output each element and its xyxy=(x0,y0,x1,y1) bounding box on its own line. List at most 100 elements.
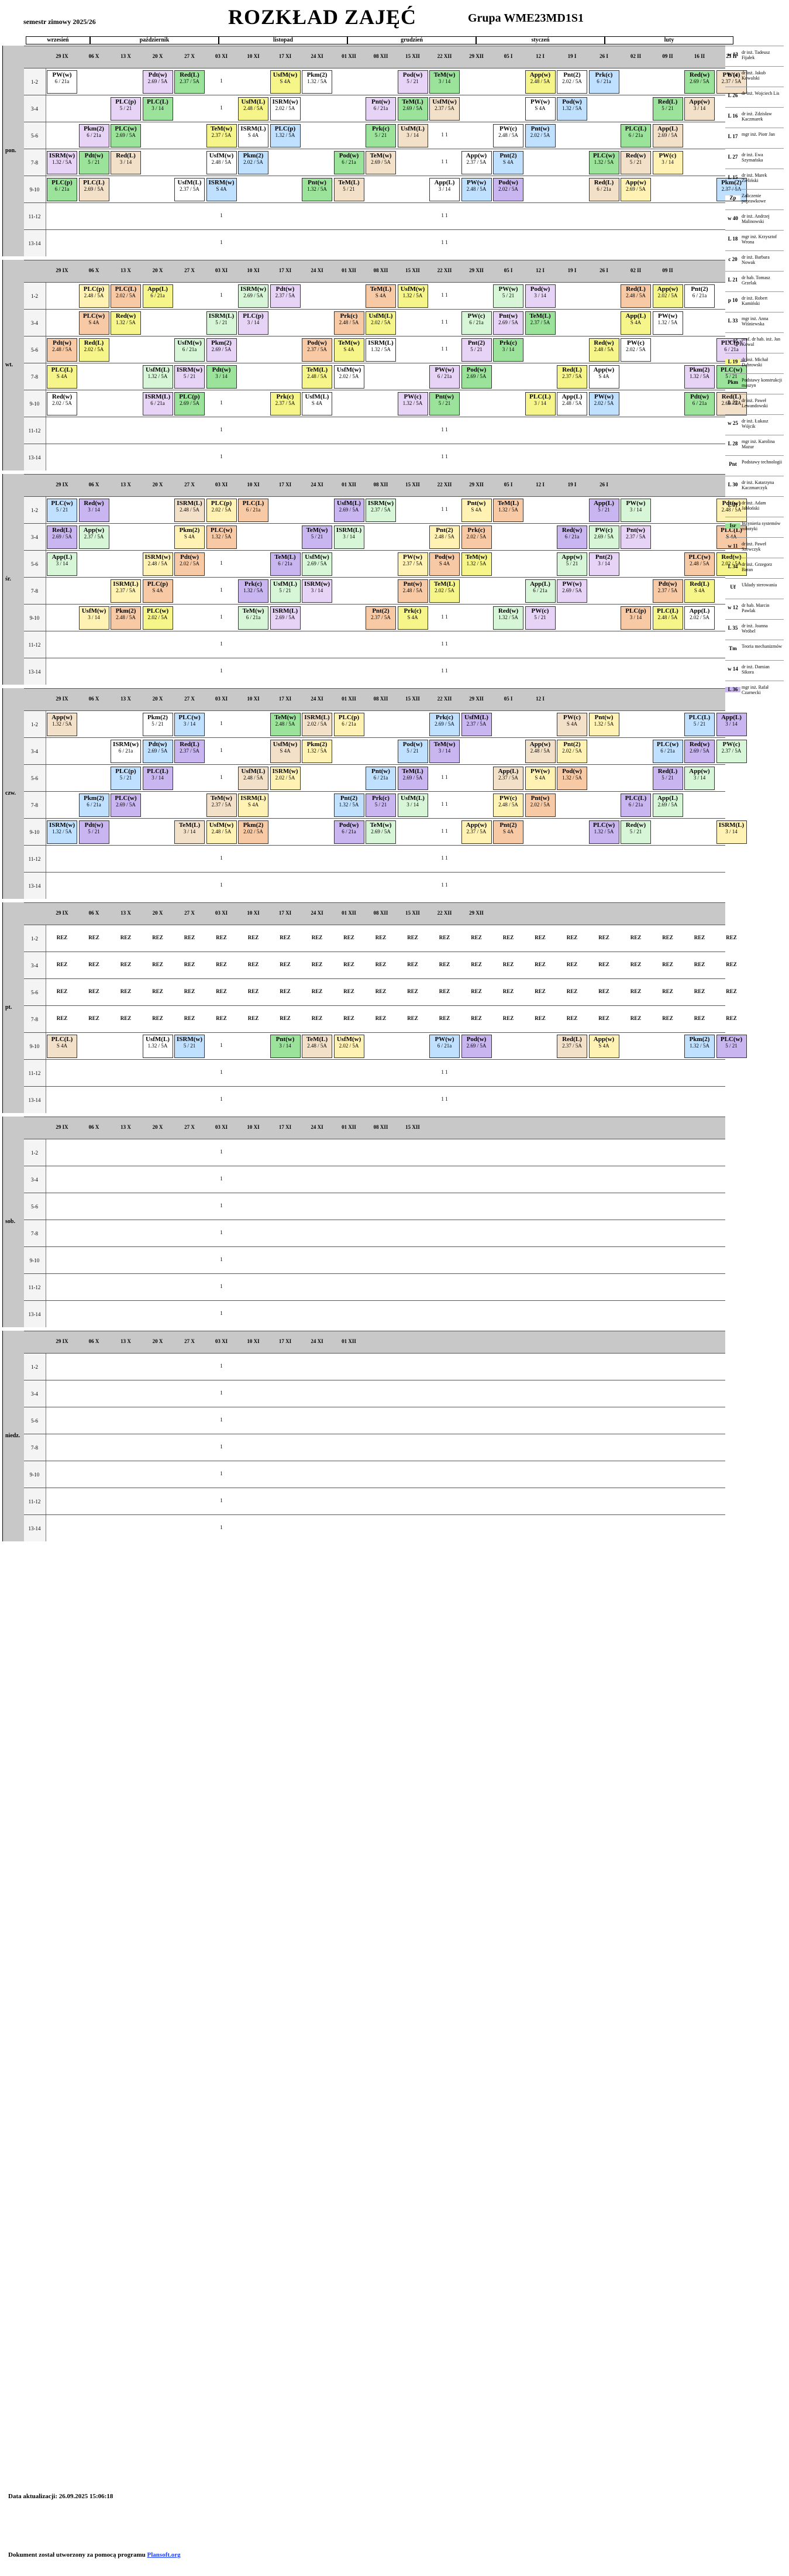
class-block[interactable]: Pdt(w)2.02 / 5A xyxy=(174,552,205,576)
class-block[interactable]: Pnt(2)6 / 21a xyxy=(684,284,715,308)
class-block[interactable]: PLC(p)3 / 14 xyxy=(238,311,268,335)
class-block[interactable]: Red(w)2.02 / 5A xyxy=(47,392,77,415)
class-block[interactable]: TeM(L)2.69 / 5A xyxy=(397,97,428,121)
class-block[interactable]: Pod(w)1.32 / 5A xyxy=(557,97,587,121)
class-block[interactable]: PLC(w)2.69 / 5A xyxy=(111,124,141,147)
class-block[interactable]: Red(L)3 / 14 xyxy=(111,151,141,174)
class-block[interactable]: PLC(w)6 / 21a xyxy=(652,740,683,763)
class-block[interactable]: Red(L)2.02 / 5A xyxy=(78,338,109,362)
class-block[interactable]: Pod(w)2.69 / 5A xyxy=(461,365,492,389)
class-block[interactable]: PLC(p)1.32 / 5A xyxy=(270,124,301,147)
class-block[interactable]: App(w)2.69 / 5A xyxy=(621,178,651,201)
class-block[interactable]: Pkm(2)1.32 / 5A xyxy=(302,70,332,94)
class-block[interactable]: PW(c)3 / 14 xyxy=(652,151,683,174)
class-block[interactable]: Pkm(2)S 4A xyxy=(174,525,205,549)
class-block[interactable]: UsfM(L)2.37 / 5A xyxy=(174,178,205,201)
class-block[interactable]: TeM(w)3 / 14 xyxy=(429,70,460,94)
class-block[interactable]: PLC(L)3 / 14 xyxy=(525,392,556,415)
class-block[interactable]: Pod(w)6 / 21a xyxy=(333,820,364,844)
class-block[interactable]: PLC(L)2.02 / 5A xyxy=(111,284,141,308)
class-block[interactable]: ISRM(L)2.69 / 5A xyxy=(270,606,301,630)
class-block[interactable]: PW(c)2.37 / 5A xyxy=(716,740,747,763)
class-block[interactable]: App(L)2.37 / 5A xyxy=(493,767,523,790)
class-block[interactable]: PW(w)3 / 14 xyxy=(621,499,651,522)
class-block[interactable]: PLC(p)S 4A xyxy=(142,579,173,603)
class-block[interactable]: Red(w)2.02 / 5A xyxy=(716,552,747,576)
class-block[interactable]: ISRM(L)3 / 14 xyxy=(716,820,747,844)
class-block[interactable]: UsfM(L)2.69 / 5A xyxy=(333,499,364,522)
class-block[interactable]: UsfM(w)2.48 / 5A xyxy=(206,820,237,844)
class-block[interactable]: ISRM(L)2.48 / 5A xyxy=(174,499,205,522)
class-block[interactable]: App(L)6 / 21a xyxy=(525,579,556,603)
class-block[interactable]: PLC(L)2.69 / 5A xyxy=(78,178,109,201)
class-block[interactable]: ISRM(w)1.32 / 5A xyxy=(47,151,77,174)
class-block[interactable]: Pdt(w)2.37 / 5A xyxy=(652,579,683,603)
class-block[interactable]: PW(w)1.32 / 5A xyxy=(652,311,683,335)
class-block[interactable]: PW(w)5 / 21 xyxy=(493,284,523,308)
class-block[interactable]: App(L)3 / 14 xyxy=(47,552,77,576)
class-block[interactable]: UsfM(w)1.32 / 5A xyxy=(397,284,428,308)
class-block[interactable]: PLC(p)2.02 / 5A xyxy=(206,499,237,522)
class-block[interactable]: UsfM(w)2.02 / 5A xyxy=(333,365,364,389)
class-block[interactable]: Prk(c)5 / 21 xyxy=(366,794,396,817)
class-block[interactable]: Pkm(2)2.02 / 5A xyxy=(238,151,268,174)
class-block[interactable]: ISRM(L)3 / 14 xyxy=(333,525,364,549)
class-block[interactable]: PW(c)1.32 / 5A xyxy=(397,392,428,415)
class-block[interactable]: PLC(w)1.32 / 5A xyxy=(206,525,237,549)
class-block[interactable]: Pod(w)S 4A xyxy=(429,552,460,576)
class-block[interactable]: ISRM(L)1.32 / 5A xyxy=(366,338,396,362)
class-block[interactable]: Pdt(w)2.48 / 5A xyxy=(716,499,747,522)
class-block[interactable]: PLC(L)3 / 14 xyxy=(142,767,173,790)
class-block[interactable]: Prk(c)3 / 14 xyxy=(493,338,523,362)
class-block[interactable]: Red(L)2.37 / 5A xyxy=(557,1035,587,1058)
class-block[interactable]: Pdt(w)2.69 / 5A xyxy=(142,70,173,94)
class-block[interactable]: Red(w)1.32 / 5A xyxy=(111,311,141,335)
class-block[interactable]: Pnt(w)5 / 21 xyxy=(429,392,460,415)
class-block[interactable]: PW(w)6 / 21a xyxy=(429,365,460,389)
class-block[interactable]: Red(L)S 4A xyxy=(684,579,715,603)
class-block[interactable]: Pdt(w)3 / 14 xyxy=(206,365,237,389)
class-block[interactable]: Pdt(w)5 / 21 xyxy=(78,151,109,174)
class-block[interactable]: ISRM(w)6 / 21a xyxy=(111,740,141,763)
class-block[interactable]: TeM(L)S 4A xyxy=(366,284,396,308)
class-block[interactable]: ISRM(w)2.69 / 5A xyxy=(238,284,268,308)
class-block[interactable]: App(w)S 4A xyxy=(588,365,619,389)
class-block[interactable]: UsfM(L)1.32 / 5A xyxy=(142,1035,173,1058)
class-block[interactable]: Prk(c)2.48 / 5A xyxy=(333,311,364,335)
class-block[interactable]: Pod(w)2.37 / 5A xyxy=(302,338,332,362)
class-block[interactable]: PW(c)S 4A xyxy=(557,713,587,736)
class-block[interactable]: PW(c)2.69 / 5A xyxy=(588,525,619,549)
class-block[interactable]: UsfM(L)2.37 / 5A xyxy=(461,713,492,736)
class-block[interactable]: Pdt(w)6 / 21a xyxy=(684,392,715,415)
class-block[interactable]: App(L)6 / 21a xyxy=(142,284,173,308)
class-block[interactable]: Pod(w)5 / 21 xyxy=(397,70,428,94)
class-block[interactable]: App(w)2.37 / 5A xyxy=(461,151,492,174)
class-block[interactable]: Prk(c)6 / 21a xyxy=(588,70,619,94)
class-block[interactable]: ISRM(L)S 4A xyxy=(238,794,268,817)
class-block[interactable]: PLC(p)6 / 21a xyxy=(716,338,747,362)
class-block[interactable]: PLC(p)6 / 21a xyxy=(333,713,364,736)
class-block[interactable]: PW(c)2.48 / 5A xyxy=(493,124,523,147)
class-block[interactable]: PLC(p)2.69 / 5A xyxy=(174,392,205,415)
class-block[interactable]: Pnt(2)1.32 / 5A xyxy=(333,794,364,817)
class-block[interactable]: Pnt(w)6 / 21a xyxy=(366,767,396,790)
class-block[interactable]: Red(w)6 / 21a xyxy=(557,525,587,549)
class-block[interactable]: Red(w)2.48 / 5A xyxy=(588,338,619,362)
class-block[interactable]: Pdt(w)2.48 / 5A xyxy=(47,338,77,362)
class-block[interactable]: ISRM(w)2.02 / 5A xyxy=(270,767,301,790)
class-block[interactable]: Pnt(w)2.48 / 5A xyxy=(397,579,428,603)
class-block[interactable]: Red(w)5 / 21 xyxy=(621,151,651,174)
class-block[interactable]: Pkm(2)1.32 / 5A xyxy=(684,1035,715,1058)
class-block[interactable]: App(L)S 4A xyxy=(621,311,651,335)
class-block[interactable]: ISRM(w)5 / 21 xyxy=(174,1035,205,1058)
class-block[interactable]: TeM(w)2.37 / 5A xyxy=(206,794,237,817)
class-block[interactable]: Pkm(2)6 / 21a xyxy=(78,794,109,817)
class-block[interactable]: UsfM(w)2.48 / 5A xyxy=(206,151,237,174)
class-block[interactable]: PW(c)6 / 21a xyxy=(461,311,492,335)
class-block[interactable]: Prk(c)S 4A xyxy=(397,606,428,630)
class-block[interactable]: PLC(w)2.02 / 5A xyxy=(142,606,173,630)
class-block[interactable]: Red(L)2.48 / 5A xyxy=(621,284,651,308)
class-block[interactable]: PLC(L)5 / 21 xyxy=(684,713,715,736)
class-block[interactable]: App(L)3 / 14 xyxy=(429,178,460,201)
class-block[interactable]: Red(w)2.69 / 5A xyxy=(684,740,715,763)
